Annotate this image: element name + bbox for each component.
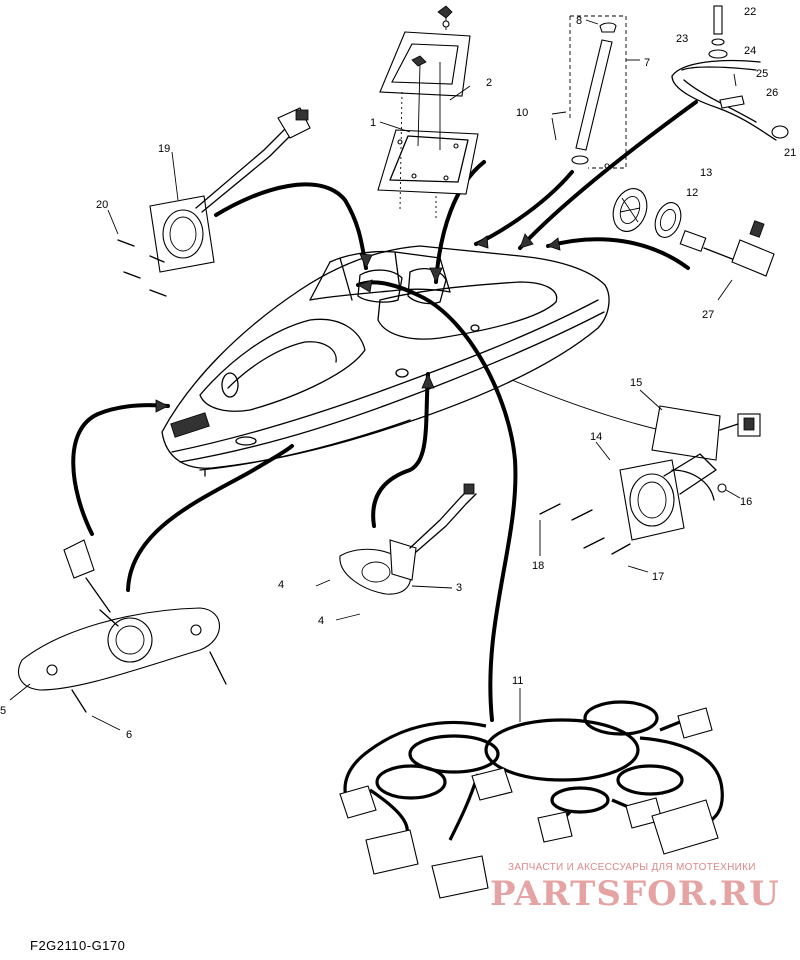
callout-8: 8 bbox=[576, 15, 582, 27]
boat-hull bbox=[161, 245, 610, 477]
callout-1: 1 bbox=[370, 117, 376, 129]
callout-22: 22 bbox=[744, 6, 756, 18]
blower-assembly bbox=[539, 389, 761, 573]
callout-10: 10 bbox=[516, 107, 528, 119]
hatch-assembly bbox=[377, 5, 479, 220]
handrail-assembly bbox=[671, 5, 789, 141]
callout-18: 18 bbox=[532, 560, 544, 572]
callout-19: 19 bbox=[158, 143, 170, 155]
callout-24: 24 bbox=[744, 45, 756, 57]
pointer-lines bbox=[71, 100, 698, 722]
watermark-tagline: ЗАПЧАСТИ И АКСЕССУАРЫ ДЛЯ МОТОТЕХНИКИ bbox=[508, 862, 756, 873]
antenna-assembly bbox=[551, 15, 640, 169]
callout-23: 23 bbox=[676, 33, 688, 45]
callout-6: 6 bbox=[126, 729, 132, 741]
callout-21: 21 bbox=[784, 147, 796, 159]
callout-4a: 4 bbox=[278, 579, 284, 591]
callout-15: 15 bbox=[630, 377, 642, 389]
callout-14: 14 bbox=[590, 431, 602, 443]
callout-labels: 1 2 3 4 4 5 6 7 8 9 10 11 12 13 14 15 16… bbox=[0, 6, 796, 741]
callout-4b: 4 bbox=[318, 615, 324, 627]
callout-2: 2 bbox=[486, 77, 492, 89]
callout-5: 5 bbox=[0, 705, 6, 717]
callout-13: 13 bbox=[700, 167, 712, 179]
nav-light-assembly bbox=[9, 539, 227, 731]
callout-7: 7 bbox=[644, 57, 650, 69]
callout-11: 11 bbox=[512, 675, 523, 687]
callout-12: 12 bbox=[686, 187, 698, 199]
callout-26: 26 bbox=[766, 87, 778, 99]
switch-assembly bbox=[679, 220, 775, 301]
callout-3: 3 bbox=[456, 582, 462, 594]
callout-25: 25 bbox=[756, 68, 768, 80]
callout-27: 27 bbox=[702, 309, 714, 321]
wire-harness bbox=[339, 688, 724, 899]
courtesy-light-bracket bbox=[107, 107, 311, 297]
callout-16: 16 bbox=[740, 496, 752, 508]
stern-light-assembly bbox=[315, 483, 477, 621]
callout-9: 9 bbox=[604, 162, 610, 174]
watermark-brand: PARTSFOR.RU bbox=[490, 874, 780, 914]
callout-20: 20 bbox=[96, 199, 108, 211]
callout-17: 17 bbox=[652, 571, 664, 583]
seal-rings bbox=[612, 188, 682, 238]
diagram-code: F2G2110-G170 bbox=[30, 938, 126, 953]
